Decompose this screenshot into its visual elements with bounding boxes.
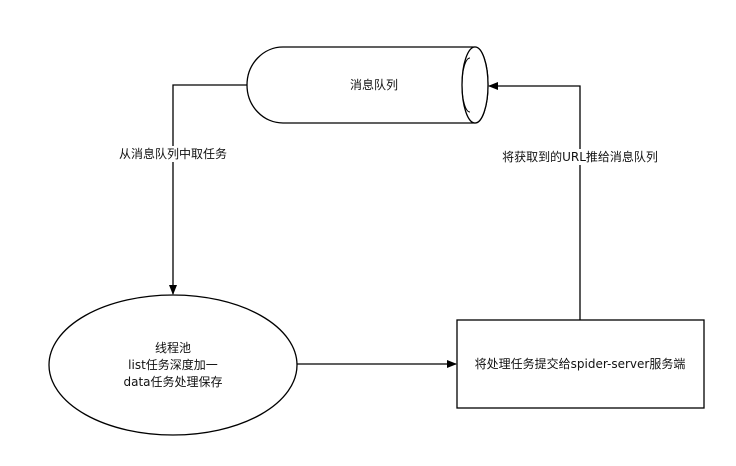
- server-label: 将处理任务提交给spider-server服务端: [474, 357, 686, 371]
- edge-queue-to-pool-label: 从消息队列中取任务: [116, 146, 230, 162]
- queue-label: 消息队列: [349, 78, 399, 92]
- message-queue-cylinder: [246, 46, 489, 124]
- thread-pool-line-depth: list任务深度加一: [128, 358, 218, 372]
- edge-server-to-queue-label: 将获取到的URL推给消息队列: [500, 149, 660, 165]
- thread-pool-line-save: data任务处理保存: [123, 375, 223, 389]
- edge-server-to-queue: [488, 82, 581, 320]
- thread-pool-title: 线程池: [154, 341, 192, 355]
- edge-queue-to-pool: [169, 84, 247, 295]
- thread-pool-ellipse: [48, 294, 298, 436]
